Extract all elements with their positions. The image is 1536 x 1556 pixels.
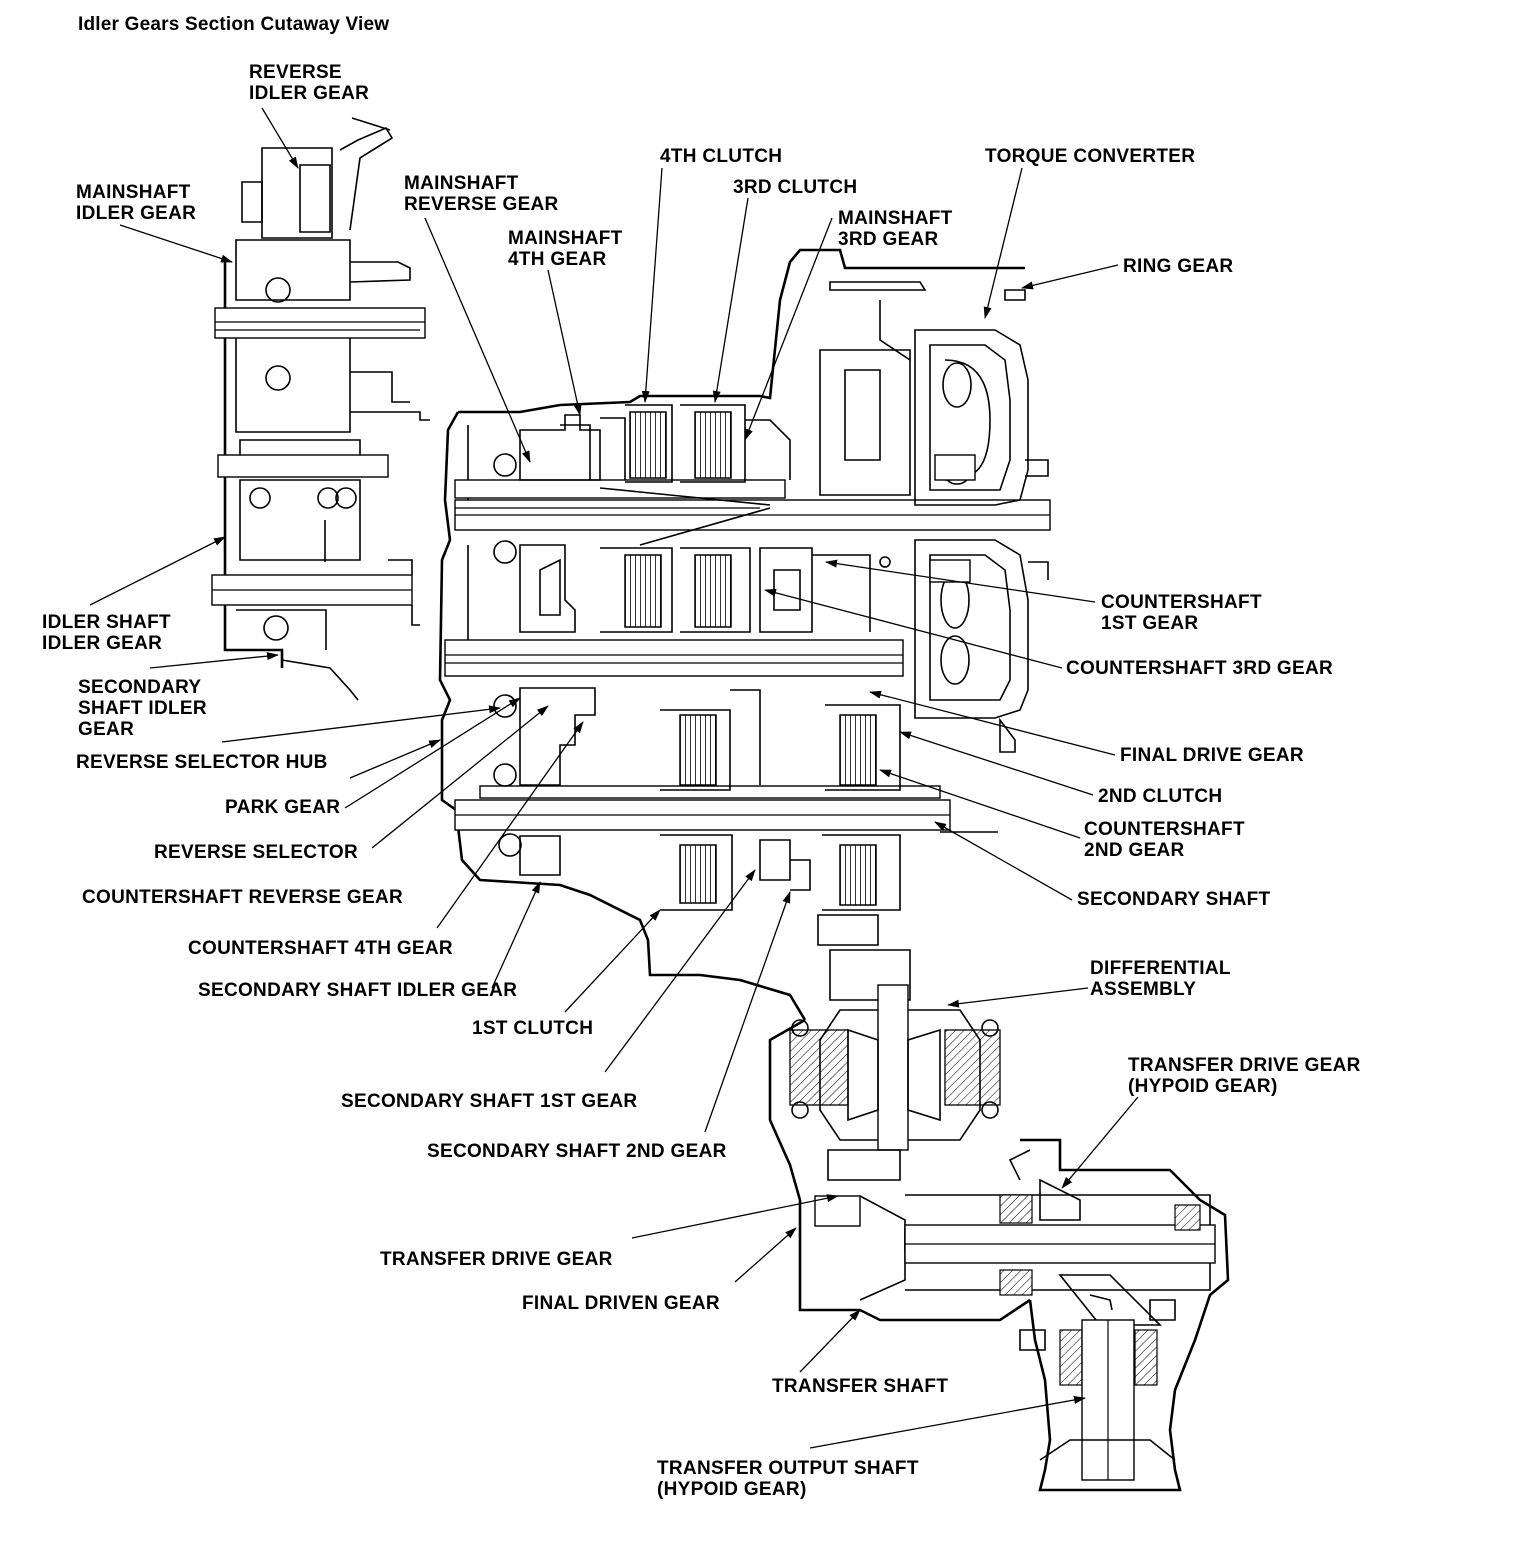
label-transfer-shaft: TRANSFER SHAFT xyxy=(772,1376,949,1397)
label-3rd-clutch: 3RD CLUTCH xyxy=(733,177,858,198)
label-secondary-shaft-idler-gear-left: SECONDARY SHAFT IDLER GEAR xyxy=(78,677,207,740)
countershaft-gears xyxy=(519,544,891,633)
secondary-shaft-gears xyxy=(493,687,901,911)
secondary-shaft-drawing xyxy=(454,785,998,833)
countershaft xyxy=(444,639,904,677)
label-final-drive-gear: FINAL DRIVE GEAR xyxy=(1120,745,1304,766)
label-secondary-shaft: SECONDARY SHAFT xyxy=(1077,889,1271,910)
label-secondary-shaft-2nd-gear: SECONDARY SHAFT 2ND GEAR xyxy=(427,1141,727,1162)
label-mainshaft-3rd-gear: MAINSHAFT 3RD GEAR xyxy=(838,208,953,250)
idler-section-view xyxy=(211,117,430,701)
mainshaft-gears xyxy=(493,404,791,564)
label-countershaft-3rd-gear: COUNTERSHAFT 3RD GEAR xyxy=(1066,658,1334,679)
label-final-driven-gear: FINAL DRIVEN GEAR xyxy=(522,1293,720,1314)
label-mainshaft-reverse-gear: MAINSHAFT REVERSE GEAR xyxy=(404,173,559,215)
label-mainshaft-idler-gear: MAINSHAFT IDLER GEAR xyxy=(76,182,197,224)
label-reverse-idler-gear: REVERSE IDLER GEAR xyxy=(249,62,370,104)
label-reverse-selector-hub: REVERSE SELECTOR HUB xyxy=(76,752,328,773)
transfer-assembly-drawing xyxy=(904,1138,1230,1492)
torque-converter-drawing xyxy=(819,281,1049,753)
label-ring-gear: RING GEAR xyxy=(1123,256,1234,277)
leader-lines xyxy=(89,107,1139,1449)
label-countershaft-2nd-gear: COUNTERSHAFT 2ND GEAR xyxy=(1084,819,1245,861)
label-4th-clutch: 4TH CLUTCH xyxy=(660,146,783,167)
label-mainshaft-4th-gear: MAINSHAFT 4TH GEAR xyxy=(508,228,623,270)
label-reverse-selector: REVERSE SELECTOR xyxy=(154,842,358,863)
label-countershaft-1st-gear: COUNTERSHAFT 1ST GEAR xyxy=(1101,592,1262,634)
label-transfer-drive-gear: TRANSFER DRIVE GEAR xyxy=(380,1249,613,1270)
label-2nd-clutch: 2ND CLUTCH xyxy=(1098,786,1223,807)
label-differential-assembly: DIFFERENTIAL ASSEMBLY xyxy=(1090,958,1231,1000)
label-idler-shaft-idler-gear: IDLER SHAFT IDLER GEAR xyxy=(42,612,171,654)
label-transfer-drive-gear-hypoid: TRANSFER DRIVE GEAR (HYPOID GEAR) xyxy=(1128,1055,1361,1097)
label-transfer-output-shaft-hypoid: TRANSFER OUTPUT SHAFT (HYPOID GEAR) xyxy=(657,1458,919,1500)
label-countershaft-4th-gear: COUNTERSHAFT 4TH GEAR xyxy=(188,938,453,959)
label-1st-clutch: 1ST CLUTCH xyxy=(472,1018,594,1039)
label-torque-converter: TORQUE CONVERTER xyxy=(985,146,1196,167)
label-secondary-shaft-idler-gear: SECONDARY SHAFT IDLER GEAR xyxy=(198,980,518,1001)
page-title: Idler Gears Section Cutaway View xyxy=(78,14,390,35)
label-countershaft-reverse-gear: COUNTERSHAFT REVERSE GEAR xyxy=(82,887,404,908)
label-secondary-shaft-1st-gear: SECONDARY SHAFT 1ST GEAR xyxy=(341,1091,638,1112)
label-park-gear: PARK GEAR xyxy=(225,797,341,818)
